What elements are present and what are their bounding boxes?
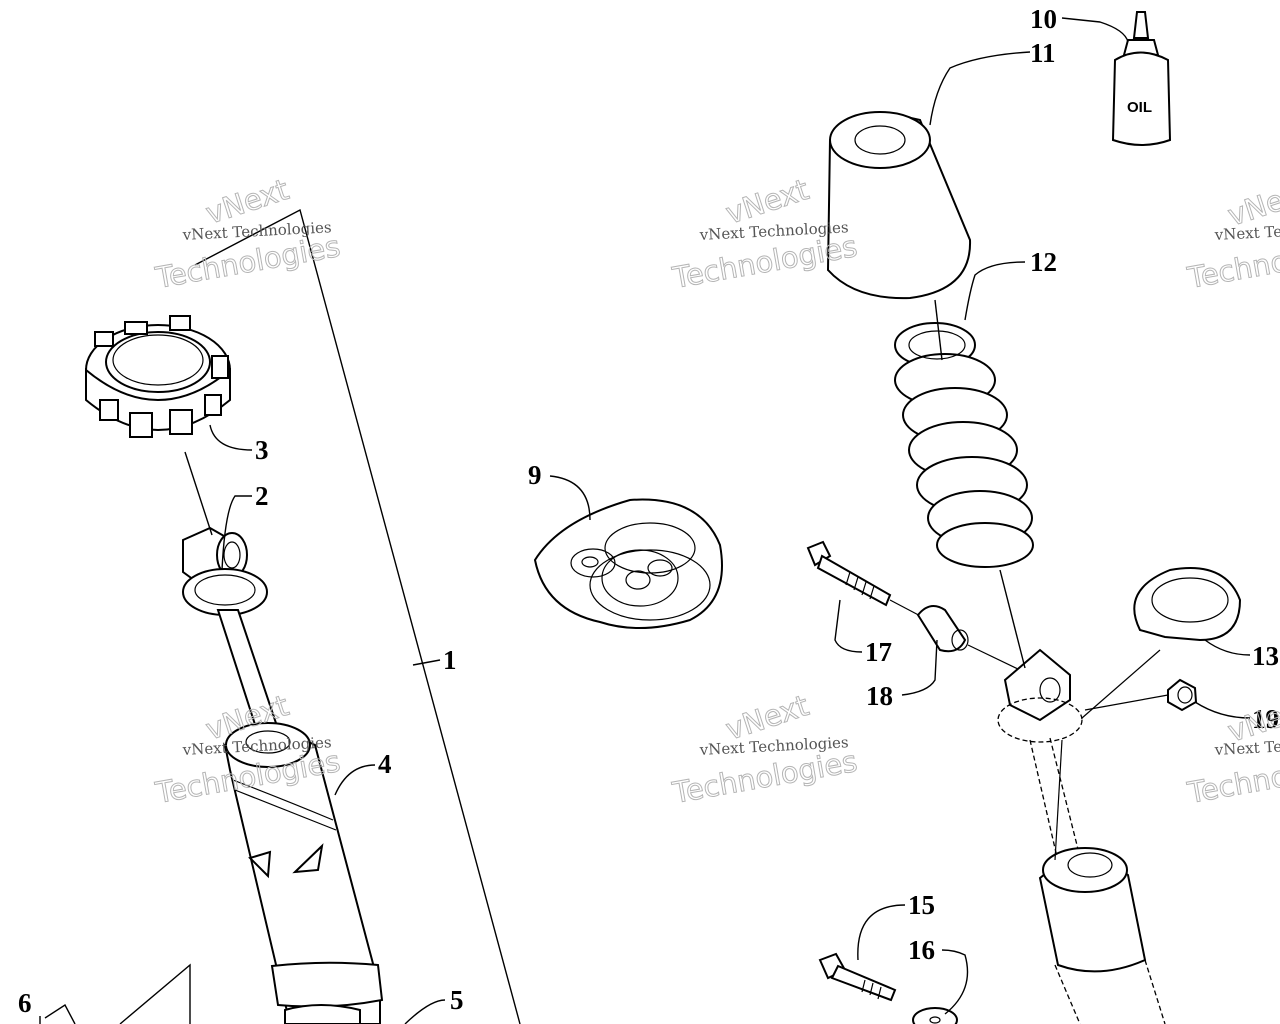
callout-6: 6 xyxy=(18,988,32,1018)
shock-body-part xyxy=(182,568,384,1024)
callout-13: 13 xyxy=(1252,641,1279,671)
callout-numbers: 1 2 3 4 5 6 9 10 11 12 13 15 16 17 18 19 xyxy=(18,4,1279,1018)
watermark-mid-right: vNext Technologies vNext Technologies xyxy=(1184,690,1280,811)
spacer-axis-line xyxy=(967,644,1021,671)
watermark-top-left: vNext Technologies vNext Technologies xyxy=(152,172,343,296)
leader-lines xyxy=(39,17,1251,1024)
spring-retainer-part xyxy=(1133,567,1242,642)
washer-part xyxy=(912,1007,958,1024)
dust-boot-part xyxy=(826,111,972,300)
assembly-bracket-lines xyxy=(194,208,521,1024)
callout-3: 3 xyxy=(255,435,269,465)
oil-bottle-part: OIL xyxy=(1111,11,1172,146)
lock-nut-part xyxy=(1167,678,1198,712)
oil-label: OIL xyxy=(1127,99,1152,116)
callout-11: 11 xyxy=(1030,38,1056,68)
callout-12: 12 xyxy=(1030,247,1057,277)
watermark-mid-center: vNext Technologies vNext Technologies xyxy=(669,688,860,811)
seal-kit-part xyxy=(533,498,723,629)
callout-1: 1 xyxy=(443,645,457,675)
callout-9: 9 xyxy=(528,460,542,490)
callout-10: 10 xyxy=(1030,4,1057,34)
callout-16: 16 xyxy=(908,935,935,965)
callout-4: 4 xyxy=(378,749,392,779)
callout-5: 5 xyxy=(450,985,464,1015)
nut-axis-line xyxy=(1084,694,1169,711)
callout-2: 2 xyxy=(255,481,269,511)
callout-17: 17 xyxy=(865,637,892,667)
retainer-leader xyxy=(1081,649,1161,719)
spacer-part xyxy=(916,605,969,653)
callout-18: 18 xyxy=(866,681,893,711)
callout-19: 19 xyxy=(1252,704,1279,734)
spanner-nut-part xyxy=(85,315,231,438)
watermark-top-right: vNext Technologies vNext Technologies xyxy=(1184,174,1280,296)
callout-15: 15 xyxy=(908,890,935,920)
assembled-shock-outline xyxy=(997,648,1166,1024)
lower-bolt-part xyxy=(818,952,897,1002)
upper-bolt-part xyxy=(806,540,892,607)
coil-spring-part xyxy=(894,322,1034,568)
lower-mount-part xyxy=(44,963,361,1024)
